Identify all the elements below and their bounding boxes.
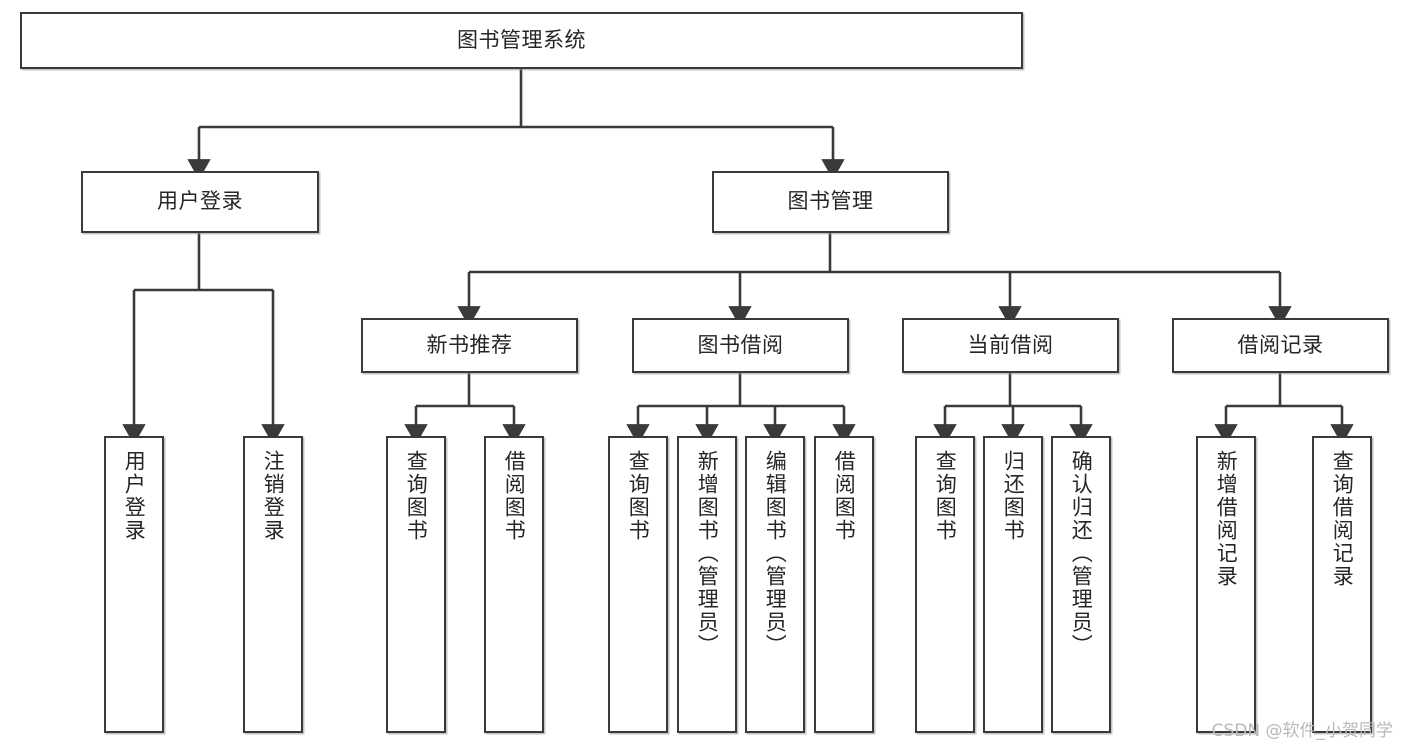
node-leaf-edit-book[interactable]: 编辑图书（管理员） (745, 436, 805, 733)
node-borrow-record-label: 借阅记录 (1237, 332, 1324, 357)
node-leaf-return-book[interactable]: 归还图书 (983, 436, 1043, 733)
node-leaf-confirm-return[interactable]: 确认归还（管理员） (1051, 436, 1111, 733)
node-user-login[interactable]: 用户登录 (81, 171, 319, 233)
node-leaf-edit-book-label: 编辑图书（管理员） (763, 450, 788, 657)
node-leaf-user-login-label: 用户登录 (122, 450, 147, 542)
node-leaf-confirm-return-label: 确认归还（管理员） (1069, 450, 1094, 657)
node-leaf-query-book-2-label: 查询图书 (626, 450, 651, 542)
node-new-book-rec[interactable]: 新书推荐 (361, 318, 578, 373)
node-user-login-label: 用户登录 (157, 189, 243, 214)
node-leaf-user-login[interactable]: 用户登录 (104, 436, 164, 733)
node-current-borrow-label: 当前借阅 (967, 332, 1054, 357)
node-root-label: 图书管理系统 (457, 27, 586, 52)
connectors (122, 69, 1354, 445)
node-leaf-query-record-label: 查询借阅记录 (1330, 450, 1355, 588)
node-leaf-add-book-label: 新增图书（管理员） (695, 450, 720, 657)
node-leaf-query-book-2[interactable]: 查询图书 (608, 436, 668, 733)
node-leaf-query-book-1-label: 查询图书 (404, 450, 429, 542)
node-leaf-return-book-label: 归还图书 (1001, 450, 1026, 542)
node-leaf-logout[interactable]: 注销登录 (243, 436, 303, 733)
node-leaf-logout-label: 注销登录 (261, 450, 286, 542)
node-leaf-query-record[interactable]: 查询借阅记录 (1312, 436, 1372, 733)
node-leaf-add-book[interactable]: 新增图书（管理员） (677, 436, 737, 733)
node-root[interactable]: 图书管理系统 (20, 12, 1023, 69)
node-leaf-borrow-book-1[interactable]: 借阅图书 (484, 436, 544, 733)
node-book-manage[interactable]: 图书管理 (712, 171, 949, 233)
node-leaf-query-book-3[interactable]: 查询图书 (915, 436, 975, 733)
node-leaf-add-record-label: 新增借阅记录 (1214, 450, 1239, 588)
node-leaf-query-book-1[interactable]: 查询图书 (386, 436, 446, 733)
node-leaf-add-record[interactable]: 新增借阅记录 (1196, 436, 1256, 733)
node-borrow-record[interactable]: 借阅记录 (1172, 318, 1389, 373)
node-book-borrow-label: 图书借阅 (697, 332, 784, 357)
node-new-book-rec-label: 新书推荐 (426, 332, 513, 357)
node-leaf-borrow-book-2[interactable]: 借阅图书 (814, 436, 874, 733)
node-book-manage-label: 图书管理 (787, 189, 874, 214)
node-leaf-borrow-book-1-label: 借阅图书 (502, 450, 527, 542)
node-leaf-borrow-book-2-label: 借阅图书 (832, 450, 857, 542)
node-book-borrow[interactable]: 图书借阅 (632, 318, 849, 373)
node-current-borrow[interactable]: 当前借阅 (902, 318, 1119, 373)
node-leaf-query-book-3-label: 查询图书 (933, 450, 958, 542)
